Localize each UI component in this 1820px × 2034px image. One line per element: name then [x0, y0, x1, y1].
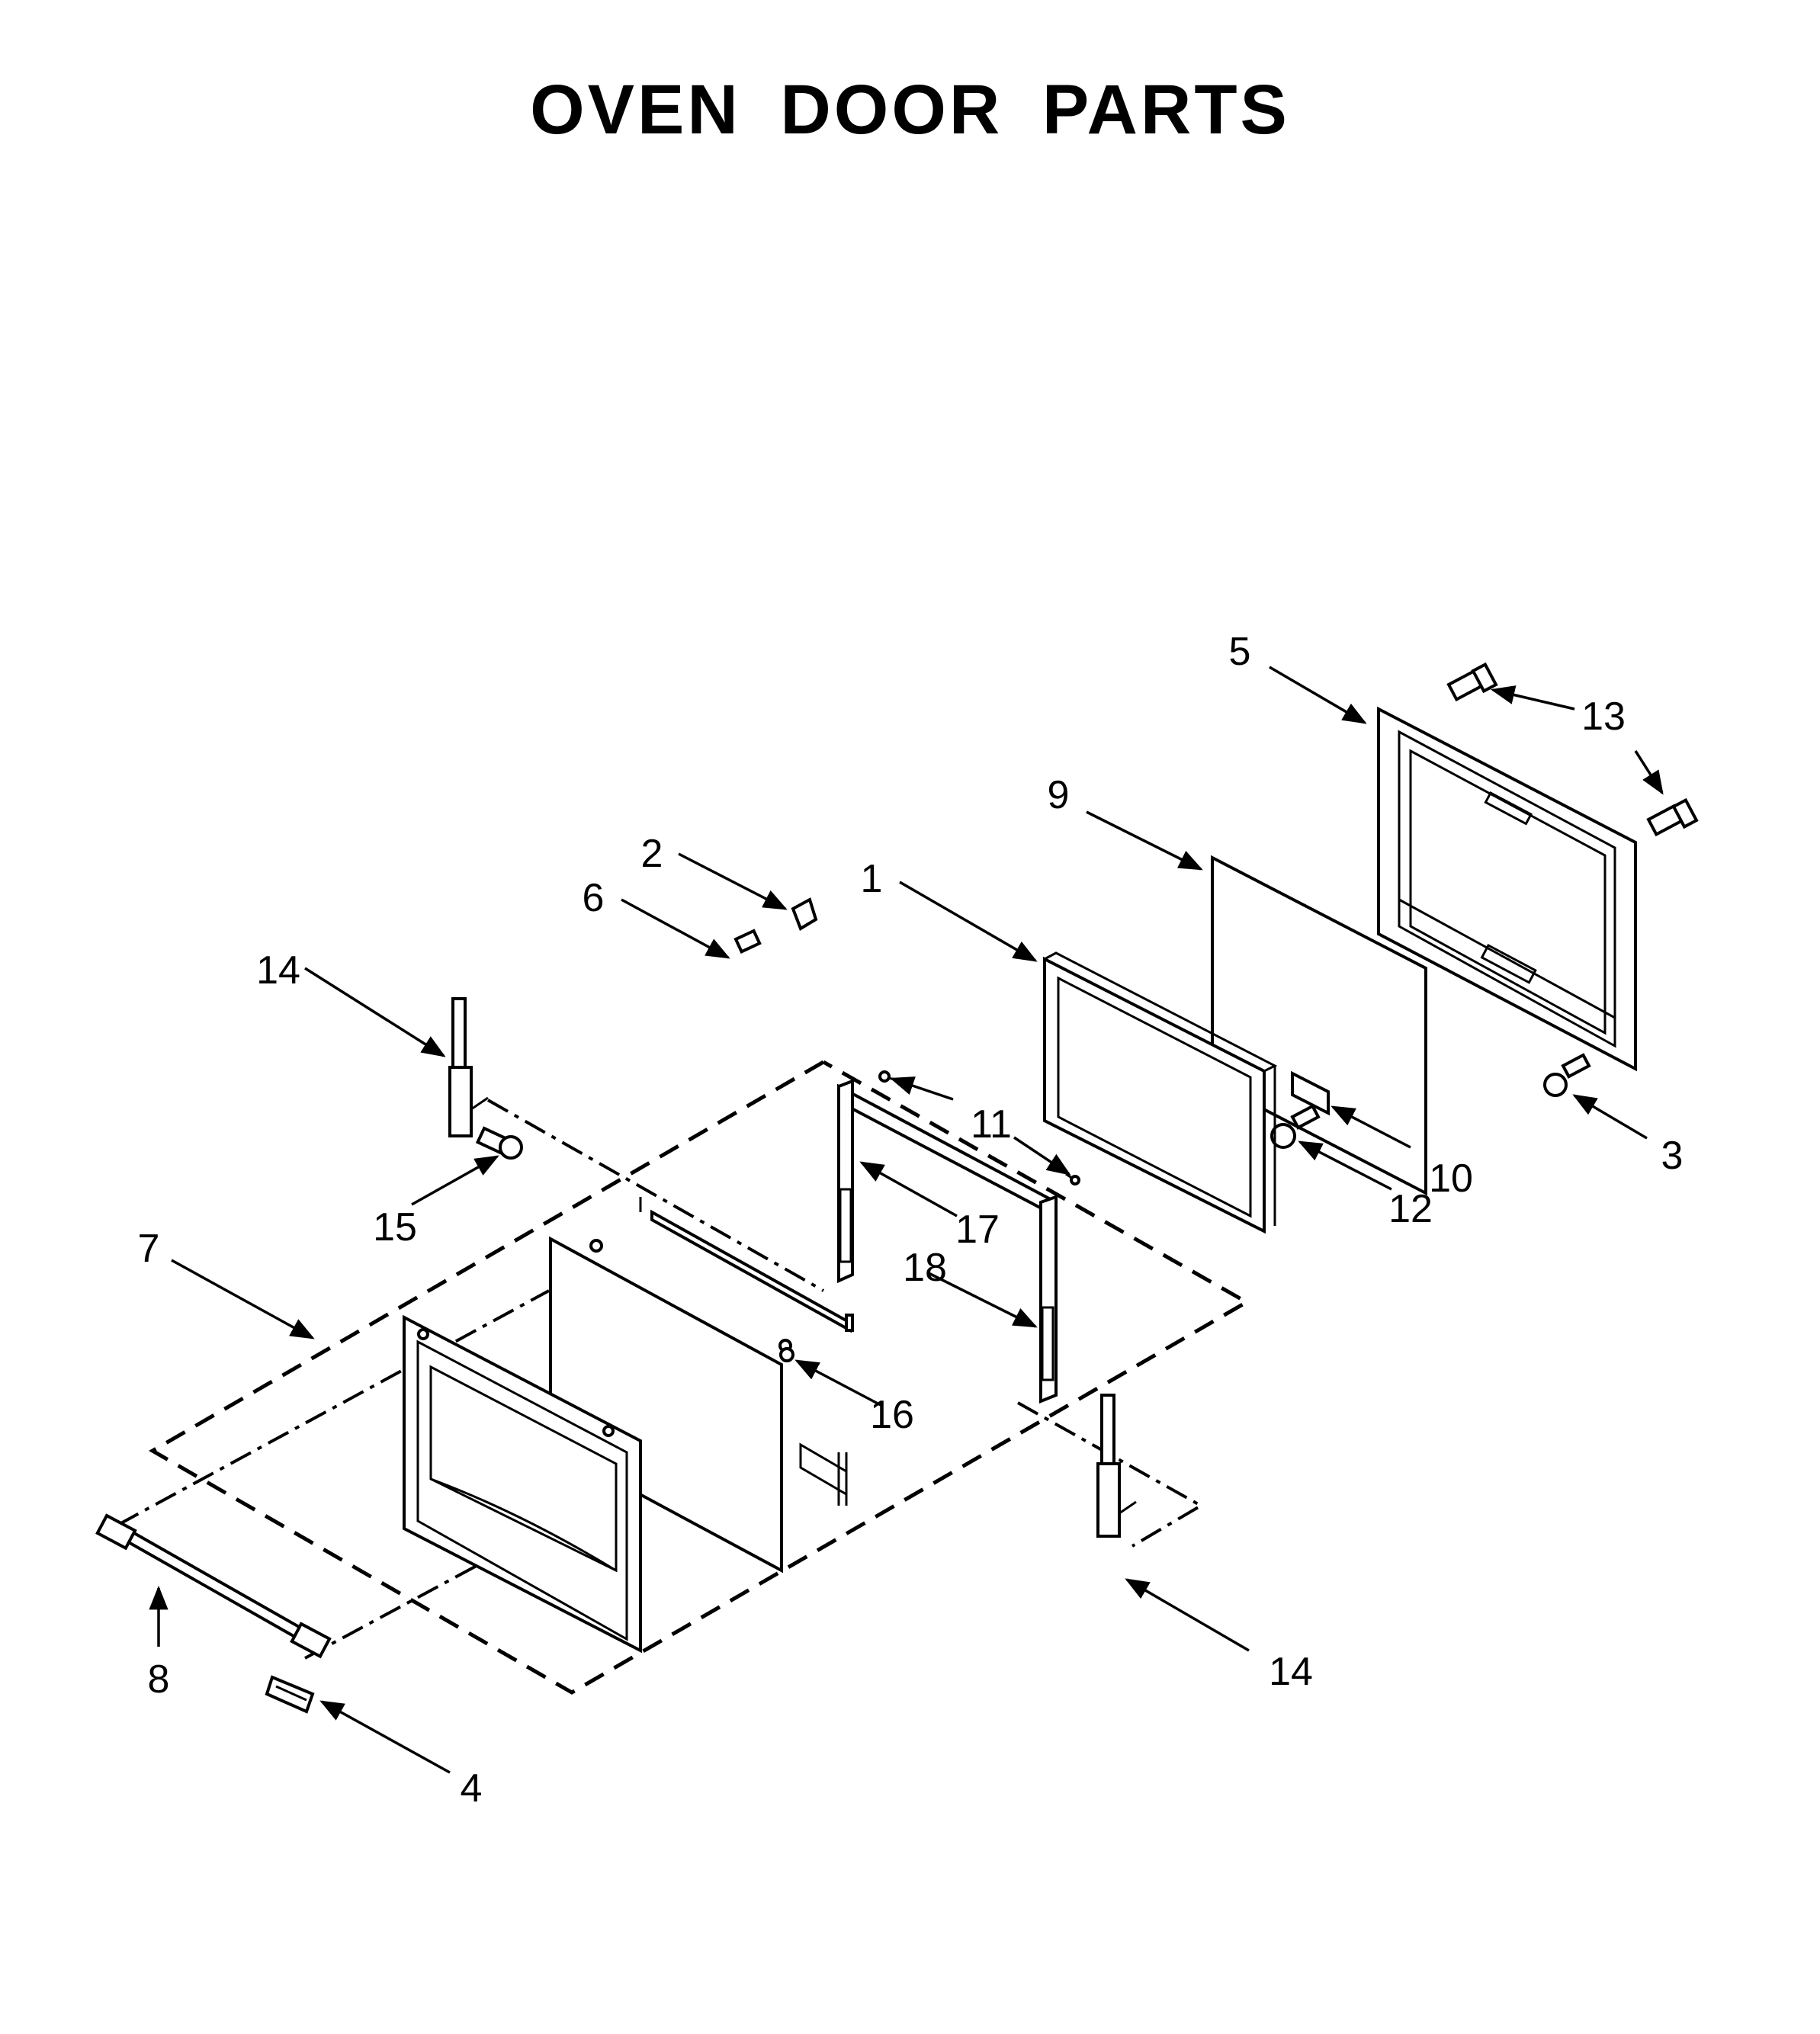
callout-18: 18: [903, 1246, 947, 1290]
part-3-screw: [1543, 1053, 1591, 1097]
part-11-screw-right: [1065, 1173, 1080, 1185]
part-14-hinge-right: [1096, 1394, 1137, 1538]
callout-4: 4: [461, 1766, 483, 1811]
leader-lines: [149, 666, 1664, 1774]
callout-labels: 5 13 9 2 1 6 14 11 3 10 12 17 15 7 18 16…: [138, 630, 1684, 1811]
part-17-vent-channel: [837, 1079, 1058, 1284]
callout-10: 10: [1429, 1157, 1473, 1201]
part-8-handle: [95, 1513, 332, 1659]
part-16-plug: [779, 1347, 794, 1362]
part-10-bracket: [1291, 1070, 1330, 1116]
page-title: OVEN DOOR PARTS: [530, 71, 1290, 149]
insulation-strip: [639, 1197, 854, 1506]
callout-12: 12: [1388, 1187, 1433, 1231]
callout-14-top: 14: [256, 948, 300, 993]
middle-glass-panel: [549, 1236, 792, 1574]
callout-14-bottom: 14: [1269, 1650, 1313, 1694]
callout-15: 15: [373, 1205, 417, 1250]
callout-5: 5: [1229, 630, 1251, 674]
part-13-screw-top: [1446, 662, 1498, 702]
callout-1: 1: [861, 857, 883, 901]
callout-13: 13: [1581, 695, 1626, 739]
part-14-hinge-left: [448, 997, 489, 1137]
part-18-vent-channel: [1039, 1195, 1058, 1404]
part-15-screw: [475, 1126, 523, 1160]
part-1-door-frame: [1043, 951, 1278, 1234]
part-12-screw: [1270, 1104, 1321, 1149]
part-2-clip: [791, 897, 818, 931]
callout-16: 16: [870, 1393, 914, 1437]
callout-3: 3: [1661, 1134, 1684, 1178]
callout-7: 7: [138, 1227, 160, 1271]
callout-17: 17: [955, 1208, 1000, 1252]
callout-2: 2: [641, 832, 663, 876]
part-13-screw-right: [1646, 797, 1699, 837]
assembly-outline: [117, 1060, 1251, 1695]
callout-8: 8: [148, 1657, 170, 1702]
callout-6: 6: [583, 876, 605, 920]
callout-9: 9: [1048, 773, 1070, 817]
part-6-clip: [733, 929, 762, 954]
part-4-badge: [265, 1675, 315, 1714]
part-5-inner-door-frame: [1377, 706, 1637, 1072]
part-7-outer-door: [403, 1314, 642, 1654]
callout-11: 11: [971, 1102, 1012, 1147]
